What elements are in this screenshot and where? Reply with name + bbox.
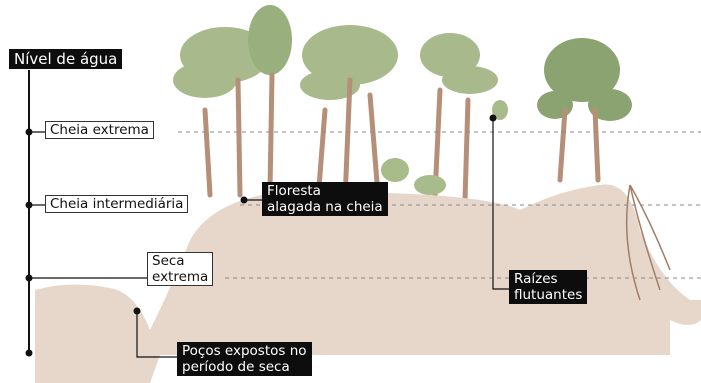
water-level-lines xyxy=(178,131,701,279)
label-flooded-forest-line-1: Floresta xyxy=(267,183,321,199)
label-extreme-drought-line-1: Seca xyxy=(152,253,185,269)
label-floating-roots: Raízes flutuantes xyxy=(509,270,588,304)
label-floating-roots-line-1: Raízes xyxy=(514,271,558,287)
water-level-title: Nível de água xyxy=(9,49,123,69)
label-intermediate-flood: Cheia intermediária xyxy=(45,195,189,213)
floating-roots-leader xyxy=(492,118,509,290)
label-extreme-drought-line-2: extrema xyxy=(152,269,209,285)
axis-ticks xyxy=(25,128,33,357)
label-extreme-flood: Cheia extrema xyxy=(45,121,154,139)
exposed-pools-leader xyxy=(136,311,177,358)
tick-bottom xyxy=(25,349,33,357)
undergrowth xyxy=(381,100,508,195)
label-flooded-forest: Floresta alagada na cheia xyxy=(262,182,388,216)
label-exposed-pools-line-1: Poços expostos no xyxy=(182,343,307,359)
tree-canopies xyxy=(173,5,632,121)
label-exposed-pools-line-2: período de seca xyxy=(182,359,290,375)
ground-terrain xyxy=(35,184,701,383)
label-exposed-pools: Poços expostos no período de seca xyxy=(177,342,312,376)
tick-connectors xyxy=(29,131,148,279)
annotation-dots xyxy=(133,114,497,315)
label-flooded-forest-line-2: alagada na cheia xyxy=(267,199,383,215)
label-extreme-drought: Seca extrema xyxy=(147,252,214,286)
floating-roots-drawing xyxy=(625,184,671,301)
label-floating-roots-line-2: flutuantes xyxy=(514,287,583,303)
